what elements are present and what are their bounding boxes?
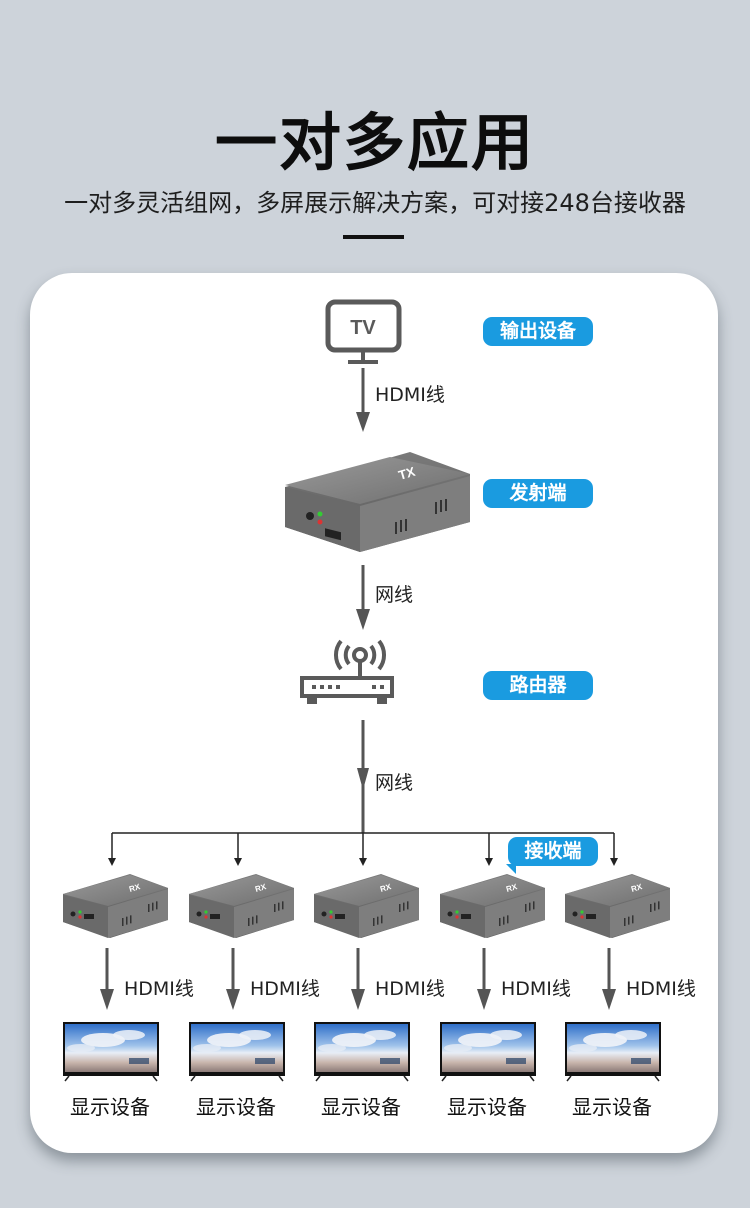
receiver-device: RX [314, 874, 419, 938]
bus-drops [108, 833, 618, 866]
receiver-device: RX [63, 874, 168, 938]
display-tv-icon [314, 1022, 410, 1082]
label-hdmi-receiver: HDMI线 [250, 978, 320, 1000]
device-mark: RX [128, 882, 142, 894]
tv-icon: TV [325, 299, 402, 364]
network-arrow-tx [356, 565, 370, 630]
badge-transmitter: 发射端 [483, 479, 593, 508]
hdmi-arrow-receiver [477, 948, 491, 1010]
diagram-card [30, 273, 718, 1153]
display-tv-icon [565, 1022, 661, 1082]
hdmi-arrow-receiver [602, 948, 616, 1010]
bus-drop-arrow [359, 833, 367, 866]
device-mark: RX [379, 882, 393, 894]
badge-receiver-label: 接收端 [524, 840, 582, 862]
hdmi-arrow-source [356, 368, 370, 432]
title-divider [343, 235, 404, 239]
label-hdmi-receiver: HDMI线 [124, 978, 194, 1000]
badge-output-device: 输出设备 [483, 317, 593, 346]
label-hdmi-source: HDMI线 [375, 384, 445, 406]
receiver-device: RX [440, 874, 545, 938]
label-hdmi-receiver: HDMI线 [626, 978, 696, 1000]
hdmi-arrow-receiver [100, 948, 114, 1010]
transmitter-device: TX [285, 452, 470, 552]
page-subtitle: 一对多灵活组网，多屏展示解决方案，可对接248台接收器 [64, 189, 686, 217]
bus-drop-arrow [610, 833, 618, 866]
label-hdmi-receiver: HDMI线 [501, 978, 571, 1000]
receivers-layer: RX RX RX RX RX [63, 874, 670, 1082]
display-tv-icon [440, 1022, 536, 1082]
network-arrow-router [357, 720, 369, 833]
label-display-device: 显示设备 [70, 1095, 150, 1119]
label-display-device: 显示设备 [196, 1095, 276, 1119]
label-display-device: 显示设备 [572, 1095, 652, 1119]
hdmi-arrow-receiver [226, 948, 240, 1010]
label-network-tx: 网线 [375, 584, 414, 606]
badge-pointer [506, 864, 516, 874]
bus-drop-arrow [485, 833, 493, 866]
device-mark: RX [254, 882, 268, 894]
bus-drop-arrow [108, 833, 116, 866]
label-display-device: 显示设备 [321, 1095, 401, 1119]
badge-router: 路由器 [483, 671, 593, 700]
device-mark: RX [630, 882, 644, 894]
device-mark: TX [397, 464, 417, 483]
label-hdmi-receiver: HDMI线 [375, 978, 445, 1000]
router-icon [300, 639, 394, 704]
device-mark: RX [505, 882, 519, 894]
badge-receiver: 接收端 [506, 837, 598, 874]
svg-text:TV: TV [350, 317, 376, 339]
label-network-router: 网线 [375, 772, 414, 794]
display-tv-icon [63, 1022, 159, 1082]
display-tv-icon [189, 1022, 285, 1082]
label-display-device: 显示设备 [447, 1095, 527, 1119]
hdmi-arrow-receiver [351, 948, 365, 1010]
page-title: 一对多应用 [214, 106, 535, 179]
bus-drop-arrow [234, 833, 242, 866]
receiver-device: RX [565, 874, 670, 938]
receiver-device: RX [189, 874, 294, 938]
